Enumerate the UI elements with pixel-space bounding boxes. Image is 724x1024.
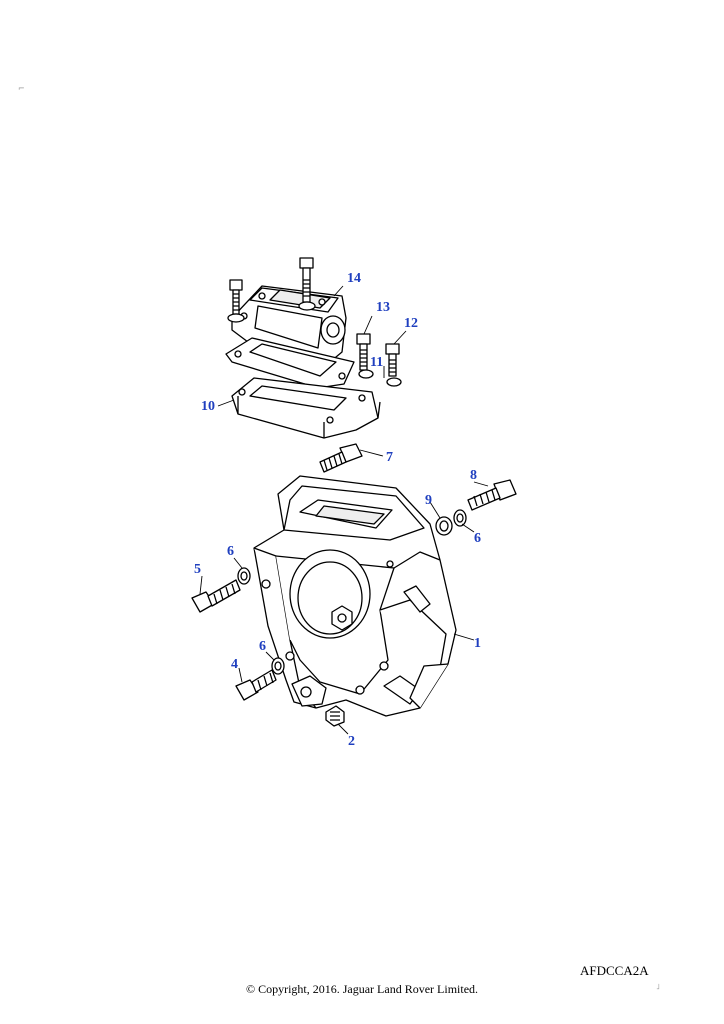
bolt-top-center	[298, 257, 316, 311]
upper-bracket-part-14	[231, 285, 347, 373]
callout-4: 4	[231, 657, 238, 672]
leader-lines	[199, 285, 489, 735]
callout-9: 9	[425, 493, 432, 508]
callout-13: 13	[376, 300, 390, 315]
washer-part-6-left-lower	[271, 657, 285, 675]
bolt-part-7	[319, 443, 363, 473]
housing-part-1	[253, 475, 457, 717]
callout-2: 2	[348, 734, 355, 749]
diagram-reference-code: AFDCCA2A	[580, 963, 649, 978]
corner-mark-bottom-right: ˩	[656, 982, 660, 991]
bolt-part-8	[467, 479, 517, 511]
spacer-part-9	[435, 516, 453, 536]
bolt-part-4	[235, 669, 277, 701]
callout-8: 8	[470, 468, 477, 483]
callout-11: 11	[370, 355, 384, 370]
callout-6-left-upper: 6	[227, 544, 234, 559]
callout-5: 5	[194, 562, 201, 577]
bolt-part-12	[385, 343, 400, 377]
bolt-top-left	[227, 279, 245, 323]
corner-mark-top-left: ⌐	[18, 84, 25, 93]
callout-10: 10	[201, 399, 215, 414]
callout-6-left-lower: 6	[259, 639, 266, 654]
mounting-plate-part-10	[231, 377, 381, 439]
washer-part-11	[358, 369, 402, 387]
gasket-part-13	[225, 337, 355, 389]
washer-part-6-left-upper	[237, 567, 251, 585]
bolt-part-5	[191, 579, 241, 613]
plug-part-2	[325, 705, 345, 727]
copyright-notice: © Copyright, 2016. Jaguar Land Rover Lim…	[245, 982, 479, 996]
callout-12: 12	[404, 316, 418, 331]
washer-part-6-right	[453, 509, 467, 527]
callout-14: 14	[347, 271, 361, 286]
bolt-part-13	[356, 333, 371, 371]
callout-1: 1	[474, 636, 481, 651]
callout-7: 7	[386, 450, 393, 465]
callout-6-right: 6	[474, 531, 481, 546]
